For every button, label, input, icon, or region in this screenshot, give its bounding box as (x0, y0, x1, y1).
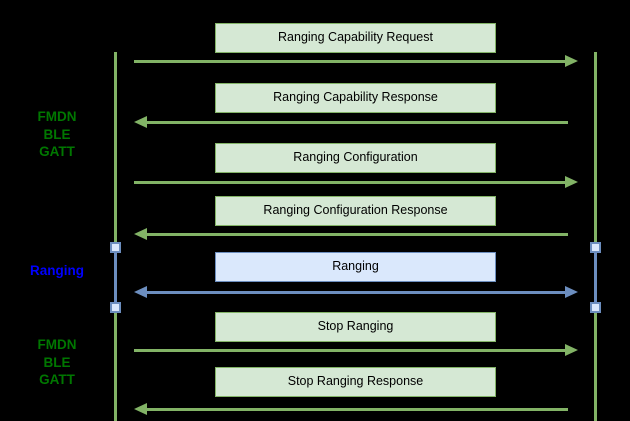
arrowhead-right-icon (565, 344, 578, 356)
arrow-line (147, 120, 568, 124)
arrowhead-right-icon (565, 55, 578, 67)
arrow-line (134, 348, 565, 352)
message-box: Ranging Configuration (215, 143, 496, 173)
message-arrow (134, 176, 578, 188)
message-arrow (134, 55, 578, 67)
phase-label-ranging: Ranging (30, 263, 84, 278)
message-arrow (134, 403, 578, 415)
message-box: Stop Ranging (215, 312, 496, 342)
message-box: Ranging (215, 252, 496, 282)
arrow-line (147, 232, 568, 236)
message-arrow (134, 228, 578, 240)
activation-marker (590, 302, 601, 313)
arrow-line (147, 407, 568, 411)
message-box: Ranging Capability Request (215, 23, 496, 53)
arrowhead-left-icon (134, 228, 147, 240)
phase-label-fmdn-ble-gatt-bottom: FMDN BLE GATT (37, 337, 77, 387)
right-lifeline-gatt-segment-bottom (594, 313, 597, 421)
arrow-line (147, 290, 565, 294)
arrow-line (134, 59, 565, 63)
arrowhead-right-icon (565, 176, 578, 188)
arrow-line (134, 180, 565, 184)
message-arrow (134, 116, 578, 128)
left-lifeline-ranging-segment (114, 242, 117, 313)
activation-marker (110, 242, 121, 253)
right-lifeline-gatt-segment-top (594, 52, 597, 242)
message-arrow (134, 286, 578, 298)
arrowhead-left-icon (134, 403, 147, 415)
left-lifeline-gatt-segment-bottom (114, 313, 117, 421)
right-lifeline-ranging-segment (594, 242, 597, 313)
phase-label-fmdn-ble-gatt-top: FMDN BLE GATT (37, 109, 77, 159)
message-box: Ranging Capability Response (215, 83, 496, 113)
message-arrow (134, 344, 578, 356)
message-box: Stop Ranging Response (215, 367, 496, 397)
message-box: Ranging Configuration Response (215, 196, 496, 226)
activation-marker (590, 242, 601, 253)
activation-marker (110, 302, 121, 313)
arrowhead-left-icon (134, 286, 147, 298)
arrowhead-right-icon (565, 286, 578, 298)
arrowhead-left-icon (134, 116, 147, 128)
left-lifeline-gatt-segment-top (114, 52, 117, 242)
